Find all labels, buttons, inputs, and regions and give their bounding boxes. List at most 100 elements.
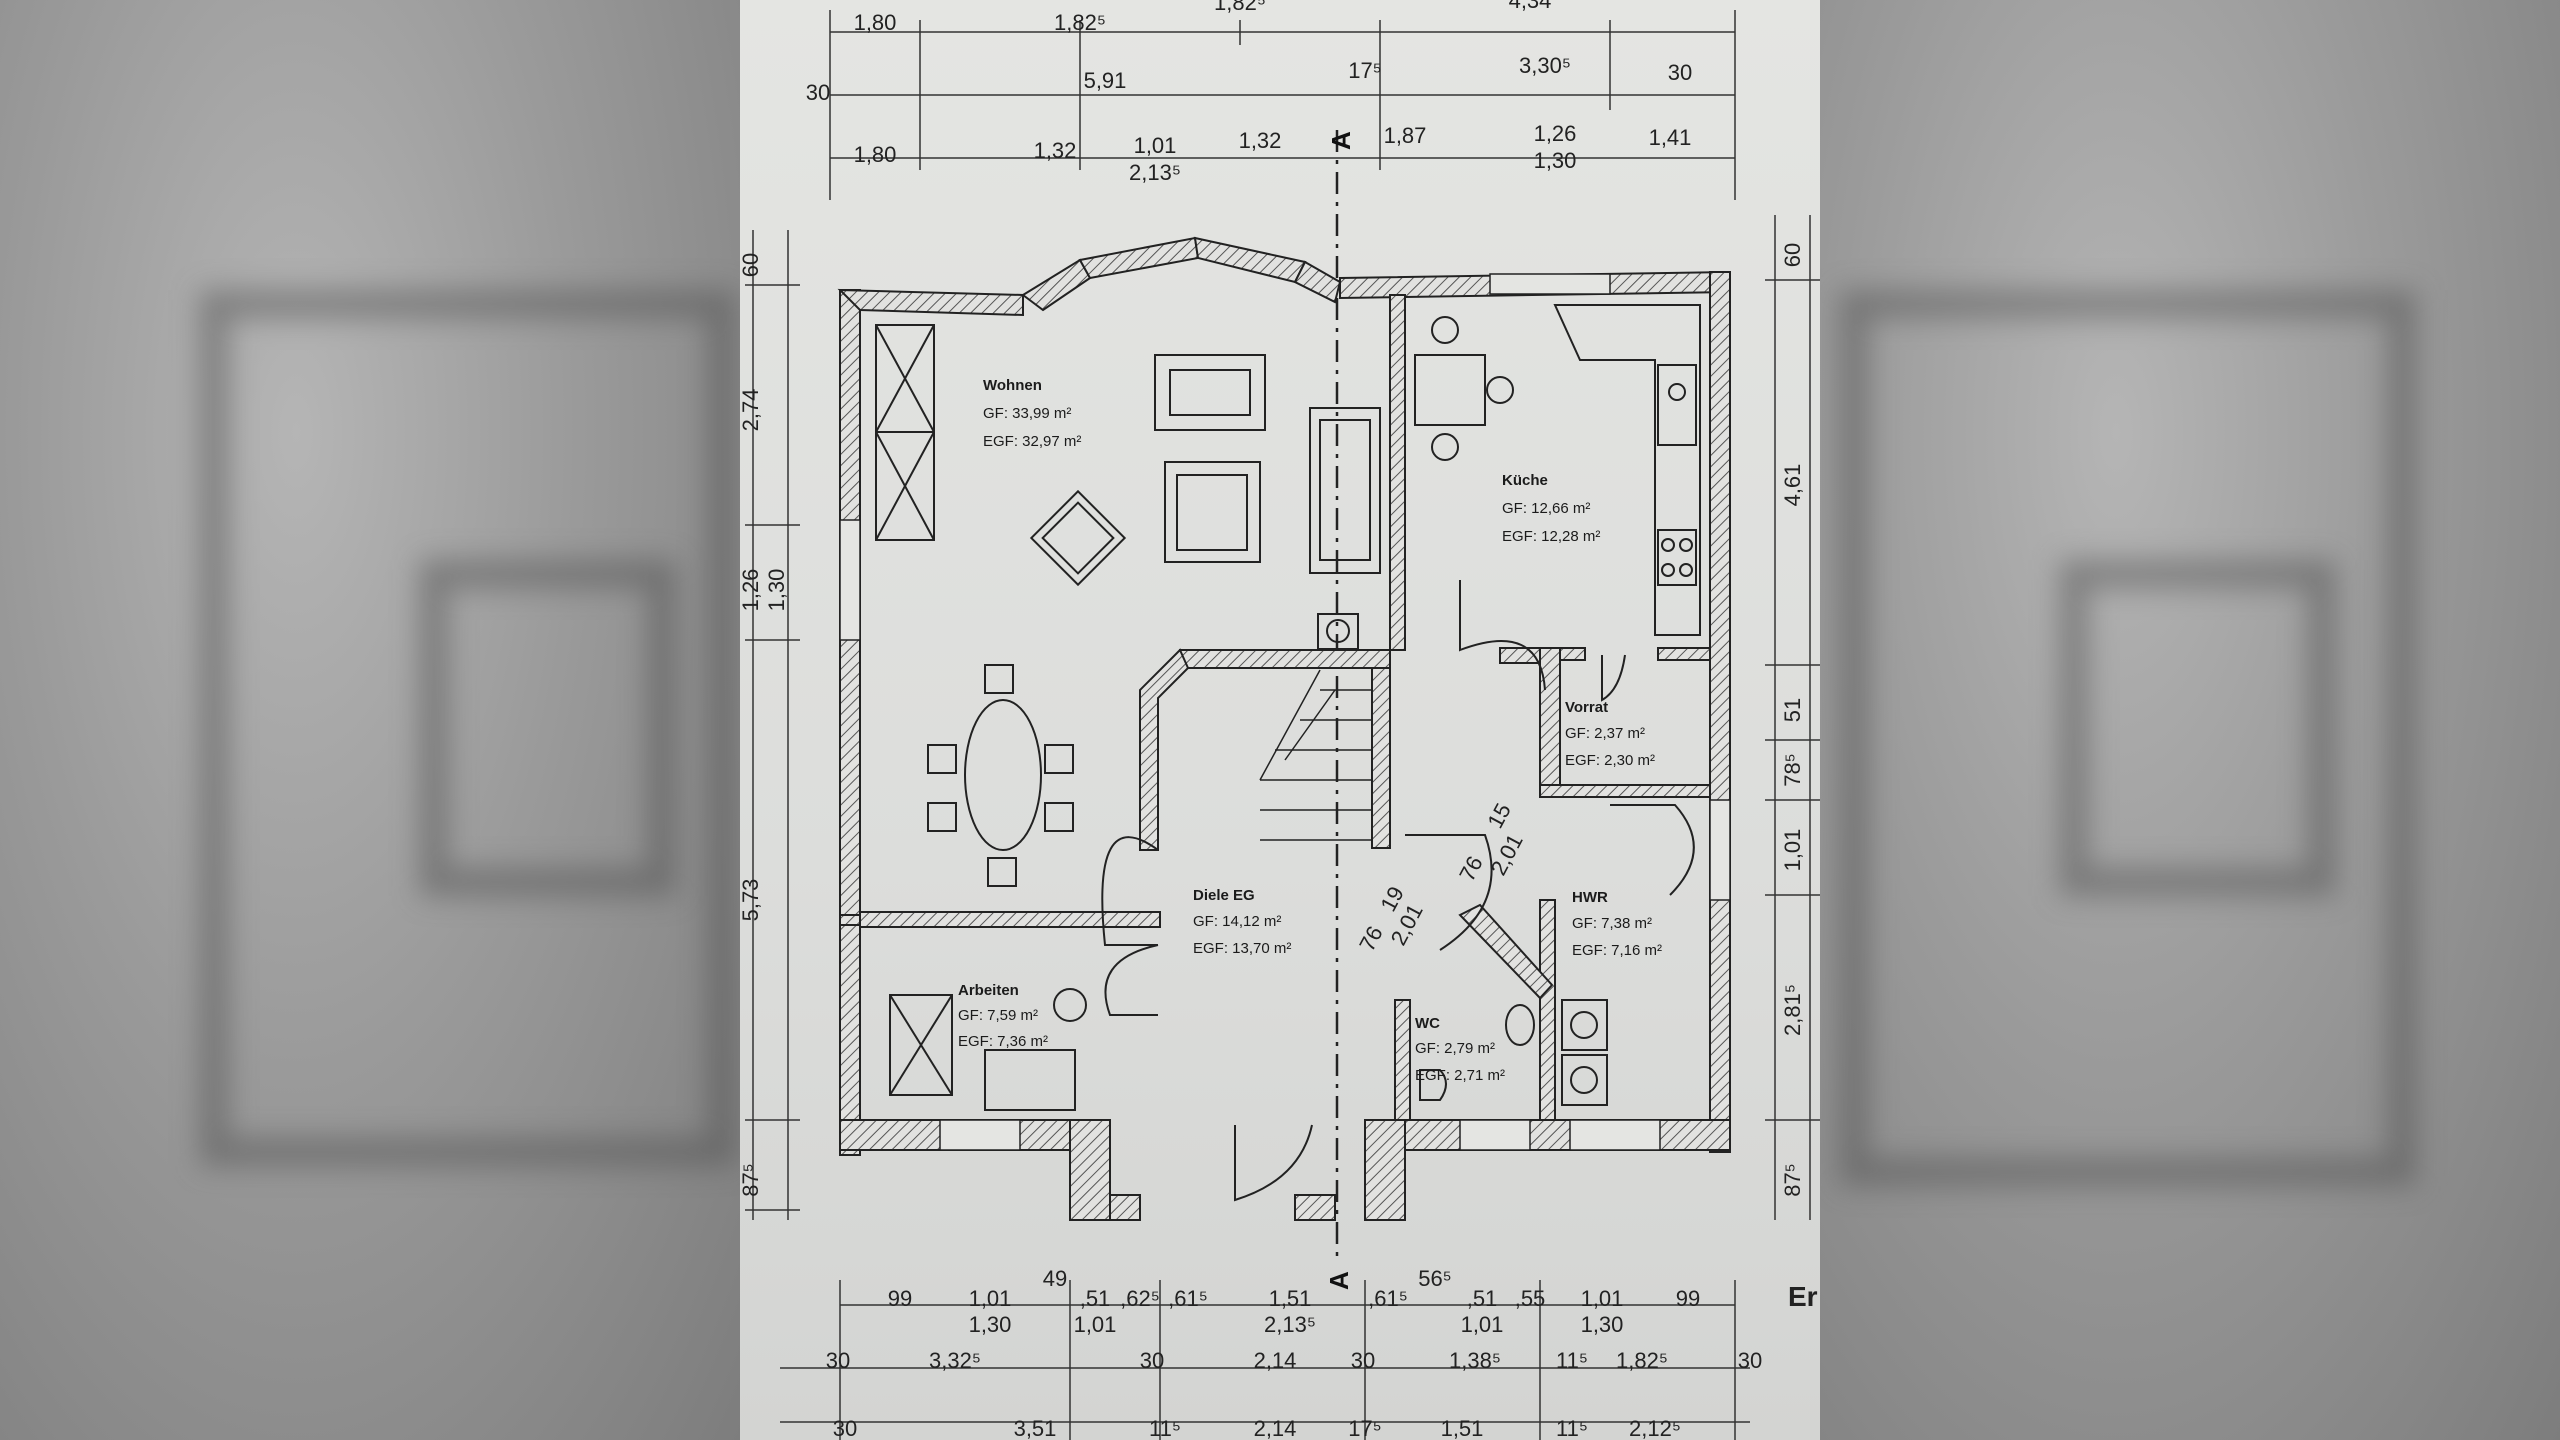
wall-east: [1709, 271, 1731, 1153]
wall-kitchen-west: [1389, 294, 1406, 651]
dim-label: 11⁵: [1556, 1416, 1588, 1440]
stair-dimensions: 76 19 2,01: [1354, 882, 1428, 955]
room-egf: EGF: 7,36 m²: [958, 1033, 1048, 1050]
chair-icon: [1044, 802, 1074, 832]
room-egf: EGF: 32,97 m²: [983, 433, 1081, 450]
dim-label: 3,30⁵: [1519, 53, 1571, 78]
dim-label: 5,73: [740, 879, 763, 922]
dim-label: 5,91: [1084, 68, 1127, 93]
dim-label: 1,01: [1074, 1312, 1117, 1337]
chair-icon: [927, 744, 957, 774]
dim-label: 11⁵: [1149, 1416, 1181, 1440]
dim-label: ,62⁵: [1120, 1286, 1160, 1311]
toilet-icon: [1419, 1069, 1447, 1101]
wall-hwr-west: [1539, 899, 1556, 1121]
wall-north-left: [837, 288, 1024, 317]
top-dim-row3: 1,80 1,32 1,01 1,32 1,87 1,26 1,41 2,13⁵…: [854, 121, 1692, 185]
window-wc: [1459, 1119, 1531, 1151]
dim-label: 1,32: [1034, 138, 1077, 163]
blurred-background-left: [0, 0, 740, 1440]
dim-label: 51: [1780, 698, 1805, 722]
dim-label: 60: [740, 253, 763, 277]
room-egf: EGF: 2,71 m²: [1415, 1067, 1505, 1084]
wall-stair-north: [1179, 649, 1391, 669]
dim-label: 1,82⁵: [1214, 0, 1266, 15]
dim-label: 30: [833, 1416, 857, 1440]
armchair-icon: [1029, 489, 1127, 587]
room-wohnen: Wohnen GF: 33,99 m² EGF: 32,97 m²: [983, 377, 1081, 450]
office-chair-icon: [1053, 988, 1087, 1022]
dim-label: 76: [1454, 852, 1488, 885]
dim-label: 1,51: [1269, 1286, 1312, 1311]
dim-label: 4,34: [1509, 0, 1552, 13]
door-swing-icon: [1601, 654, 1626, 702]
door-swing-icon: [1104, 944, 1159, 1016]
dim-label: ,55: [1515, 1286, 1546, 1311]
dim-label: 1,87: [1384, 123, 1427, 148]
wall-south-right: [1404, 1119, 1731, 1151]
wall-entry-stub-left: [1109, 1194, 1141, 1221]
wall-arbeiten-north: [859, 911, 1161, 928]
fireplace-icon: [1317, 613, 1359, 650]
left-dim-labels: 60 2,74 1,26 1,30 5,73 87⁵: [740, 253, 789, 1197]
room-gf: GF: 14,12 m²: [1193, 913, 1281, 930]
stool-icon: [1486, 376, 1514, 404]
section-line-a: A A: [1324, 130, 1356, 1290]
room-gf: GF: 33,99 m²: [983, 405, 1071, 422]
dim-label: 2,13⁵: [1264, 1312, 1316, 1337]
wall-bay-right: [1193, 236, 1307, 284]
wall-arbeiten-stub: [839, 914, 861, 926]
right-dim-labels: 60 4,61 51 78⁵ 1,01 2,81⁵ 87⁵: [1780, 243, 1805, 1197]
staircase-icon: [1259, 669, 1372, 841]
stool-icon: [1431, 433, 1459, 461]
dim-label: 99: [888, 1286, 912, 1311]
room-hwr: HWR GF: 7,38 m² EGF: 7,16 m²: [1572, 889, 1662, 959]
room-gf: GF: 7,38 m²: [1572, 915, 1652, 932]
dim-label: 2,01: [1486, 830, 1528, 880]
wall-entry-right: [1364, 1119, 1406, 1221]
dim-label: 2,12⁵: [1629, 1416, 1681, 1440]
room-name: Diele EG: [1193, 887, 1255, 904]
floor-plan-drawing: 1,80 1,82⁵ 1,82⁵ 4,34 30 5,91 17⁵ 3,30⁵ …: [740, 0, 1820, 1440]
kitchen-table-icon: [1414, 354, 1486, 426]
room-gf: GF: 2,37 m²: [1565, 725, 1645, 742]
dim-label: 1,26: [1534, 121, 1577, 146]
sink-icon: [1657, 364, 1697, 446]
dim-label: 30: [1738, 1348, 1762, 1373]
room-egf: EGF: 13,70 m²: [1193, 940, 1291, 957]
room-egf: EGF: 12,28 m²: [1502, 528, 1600, 545]
room-egf: EGF: 2,30 m²: [1565, 752, 1655, 769]
dim-label: 2,74: [740, 389, 763, 432]
wall-entry-stub-right: [1294, 1194, 1336, 1221]
dim-label: 56⁵: [1418, 1266, 1452, 1291]
top-dim-row1: 1,80 1,82⁵ 1,82⁵ 4,34: [854, 0, 1552, 35]
bottom-dim-row2: 30 3,32⁵ 30 2,14 30 1,38⁵ 11⁵ 1,82⁵ 30: [826, 1348, 1762, 1373]
dim-label: 78⁵: [1780, 753, 1805, 787]
dim-label: 2,14: [1254, 1348, 1297, 1373]
dim-label: 30: [1668, 60, 1692, 85]
dim-label: 1,01: [1780, 829, 1805, 872]
dim-label: 60: [1780, 243, 1805, 267]
dim-label: 1,30: [764, 569, 789, 612]
sofa-side-icon: [1309, 407, 1381, 574]
dim-label: 1,38⁵: [1449, 1348, 1501, 1373]
windows: [839, 273, 1731, 1151]
wall-vorrat-north-right: [1657, 647, 1711, 661]
dim-label: 2,13⁵: [1129, 160, 1181, 185]
section-marker-top: A: [1326, 131, 1356, 150]
dim-label: 30: [826, 1348, 850, 1373]
dim-label: ,61⁵: [1168, 1286, 1208, 1311]
room-diele: Diele EG GF: 14,12 m² EGF: 13,70 m²: [1193, 887, 1291, 957]
room-name: WC: [1415, 1015, 1440, 1032]
room-gf: GF: 2,79 m²: [1415, 1040, 1495, 1057]
dining-table-icon: [964, 699, 1042, 851]
room-egf: EGF: 7,16 m²: [1572, 942, 1662, 959]
top-dim-row2: 30 5,91 17⁵ 3,30⁵ 30: [806, 53, 1692, 105]
dim-label: ,51: [1080, 1286, 1111, 1311]
room-name: Küche: [1502, 472, 1548, 489]
entry-door-icon: [1234, 1124, 1313, 1202]
dryer-icon: [1561, 1054, 1608, 1106]
dim-label: 1,80: [854, 10, 897, 35]
dim-label: 2,14: [1254, 1416, 1297, 1440]
chair-icon: [1044, 744, 1074, 774]
